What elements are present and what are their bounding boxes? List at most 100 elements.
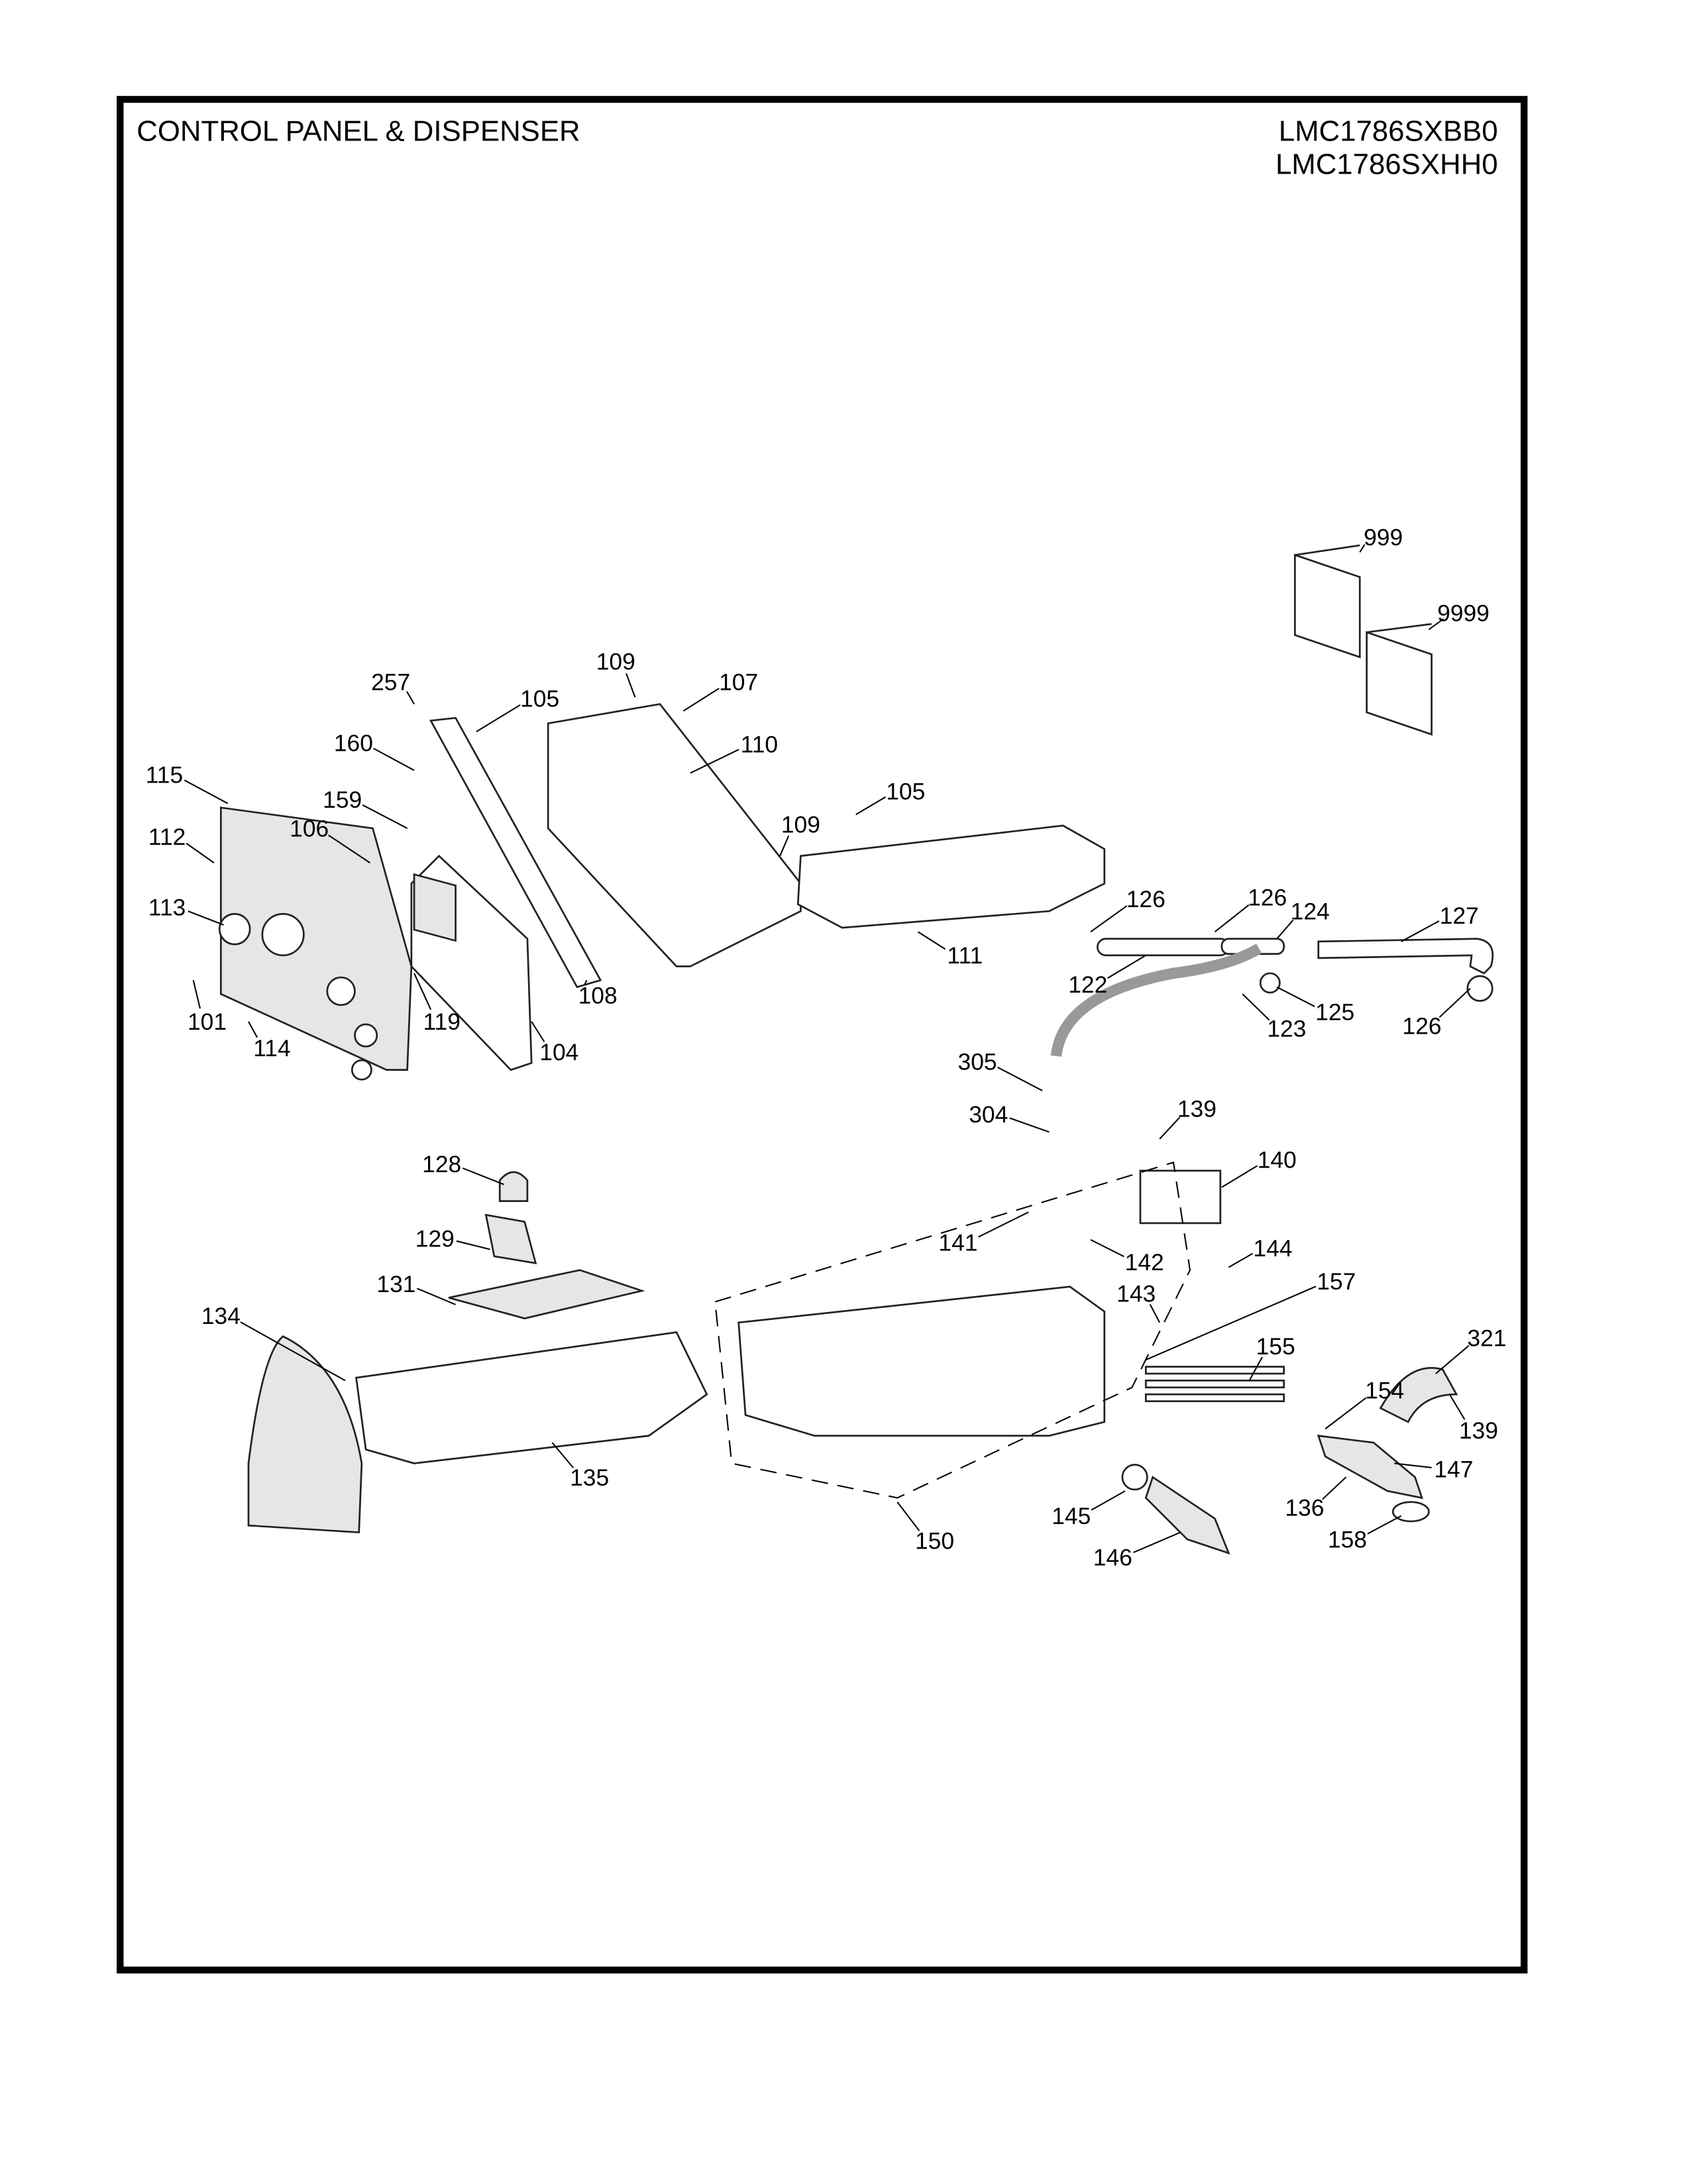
clamp-145: [1121, 1464, 1148, 1491]
callout-112: 112: [148, 824, 186, 850]
leader-line-154: [1325, 1397, 1367, 1430]
leader-line-105: [476, 704, 521, 733]
callout-141: 141: [938, 1230, 977, 1256]
callout-101: 101: [188, 1009, 227, 1035]
leader-line-999: [1359, 544, 1366, 553]
part-drawings: [218, 544, 1494, 1555]
leader-line-9999: [1428, 618, 1444, 630]
housing-boundary: [714, 1161, 1191, 1499]
callout-125: 125: [1315, 999, 1354, 1026]
leader-line-104: [531, 1021, 545, 1042]
leader-line-136: [1322, 1476, 1347, 1500]
drawer-135: [355, 1331, 708, 1464]
selector-ring: [261, 912, 305, 957]
callout-155: 155: [1256, 1333, 1295, 1360]
callout-158: 158: [1328, 1527, 1367, 1553]
manual-9999: [1366, 623, 1433, 736]
callout-160: 160: [334, 730, 373, 756]
leader-line-107: [682, 688, 720, 712]
callout-139: 139: [1459, 1417, 1498, 1444]
display-160: [413, 873, 457, 942]
leader-line-110: [690, 749, 739, 774]
leader-line-113: [188, 910, 224, 926]
leader-line-143: [1149, 1303, 1161, 1323]
leader-line-146: [1133, 1531, 1181, 1553]
button: [354, 1023, 378, 1048]
callout-110: 110: [741, 731, 778, 757]
elbow-321: [1379, 1366, 1458, 1423]
clamp-125: [1259, 972, 1281, 994]
leader-line-129: [456, 1240, 490, 1250]
leader-line-105: [855, 796, 887, 816]
callout-113: 113: [148, 894, 186, 920]
leader-lines: [184, 544, 1471, 1553]
leader-line-127: [1401, 920, 1440, 942]
callout-150: 150: [915, 1528, 954, 1555]
model-number-2: LMC1786SXHH0: [1276, 148, 1498, 181]
manual-999: [1293, 544, 1361, 659]
callout-105: 105: [886, 778, 925, 804]
siphon-129: [484, 1213, 537, 1265]
callout-129: 129: [415, 1225, 455, 1252]
callout-104: 104: [539, 1039, 578, 1065]
leader-line-125: [1276, 986, 1315, 1007]
bracket-108: [429, 716, 602, 989]
callout-136: 136: [1285, 1495, 1324, 1521]
callout-105: 105: [520, 686, 559, 712]
callout-127: 127: [1440, 902, 1479, 929]
leader-line-122: [1107, 954, 1146, 979]
callout-147: 147: [1434, 1456, 1473, 1482]
leader-line-158: [1367, 1515, 1402, 1535]
hose-123: [1050, 944, 1262, 1058]
callout-labels: 9999999109257105107110160115105159109106…: [146, 524, 1507, 1571]
leader-line-150: [897, 1502, 920, 1531]
leader-line-106: [328, 834, 370, 864]
diagram-title: CONTROL PANEL & DISPENSER: [136, 115, 580, 148]
dispenser-housing-150: [737, 1285, 1106, 1437]
callout-131: 131: [376, 1271, 415, 1297]
button: [326, 976, 356, 1007]
valve-140: [1139, 1170, 1222, 1225]
leader-line-142: [1090, 1238, 1124, 1258]
leader-line-131: [417, 1287, 456, 1305]
leader-line-111: [917, 931, 946, 950]
callout-119: 119: [423, 1009, 460, 1035]
leader-line-109: [626, 673, 636, 698]
callout-9999: 9999: [1437, 600, 1490, 627]
bellows-146: [1144, 1476, 1230, 1555]
callout-143: 143: [1116, 1281, 1156, 1307]
leader-line-145: [1091, 1490, 1126, 1511]
leader-line-126: [1090, 905, 1128, 933]
callout-111: 111: [947, 942, 983, 969]
housing-111: [796, 824, 1106, 929]
frame-110: [547, 703, 802, 967]
hose-122: [1096, 938, 1230, 957]
hose-127: [1317, 938, 1494, 975]
callout-126: 126: [1126, 886, 1166, 912]
leader-line-135: [551, 1442, 574, 1468]
callout-159: 159: [323, 787, 362, 813]
callout-144: 144: [1253, 1235, 1292, 1262]
callout-122: 122: [1068, 971, 1107, 998]
callout-139: 139: [1177, 1096, 1217, 1122]
callout-140: 140: [1258, 1147, 1297, 1174]
button: [351, 1059, 372, 1081]
knob-113: [218, 912, 251, 946]
callout-257: 257: [371, 669, 410, 696]
callout-109: 109: [781, 811, 820, 838]
leader-line-160: [373, 747, 415, 771]
leader-line-112: [186, 842, 215, 864]
leader-line-109: [779, 835, 790, 857]
leader-line-140: [1221, 1165, 1258, 1188]
leader-line-134: [240, 1321, 346, 1382]
callout-305: 305: [958, 1049, 997, 1075]
drawer-front-134: [247, 1335, 363, 1534]
leader-line-139: [1159, 1117, 1181, 1140]
callout-124: 124: [1291, 899, 1330, 925]
callout-126: 126: [1402, 1012, 1441, 1039]
callout-304: 304: [969, 1101, 1008, 1128]
tube-155: [1144, 1380, 1285, 1389]
leader-line-141: [978, 1211, 1029, 1238]
cap-128: [498, 1171, 529, 1202]
